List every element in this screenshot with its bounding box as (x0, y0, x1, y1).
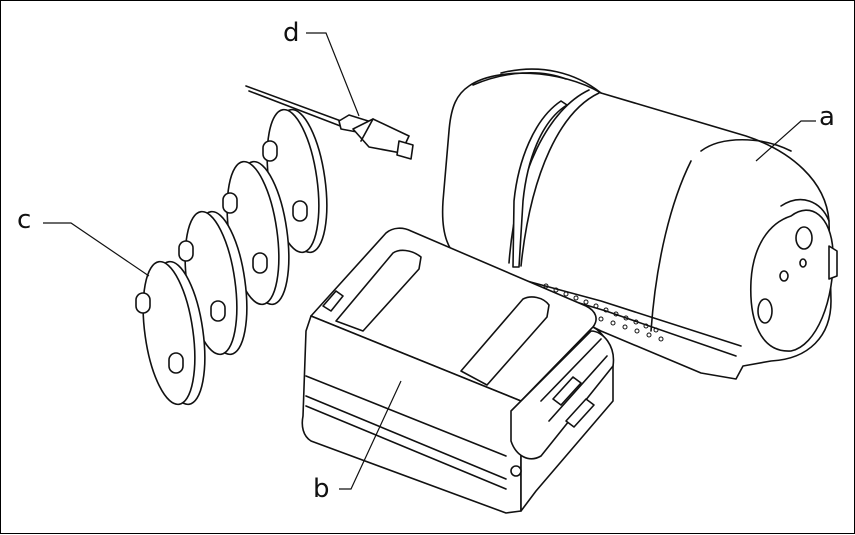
component-d-cable (245, 85, 414, 160)
label-b: b (313, 474, 330, 504)
component-c-mounting-discs (135, 108, 328, 406)
label-c: c (17, 205, 31, 235)
label-a-group: a (755, 102, 835, 162)
component-b-battery-block (301, 227, 615, 514)
label-c-group: c (17, 205, 150, 277)
disc-1 (135, 260, 206, 406)
label-b-group: b (313, 380, 402, 504)
label-d-group: d (283, 18, 360, 117)
label-a: a (819, 102, 835, 132)
label-d: d (283, 18, 300, 48)
vent-holes (543, 283, 664, 342)
